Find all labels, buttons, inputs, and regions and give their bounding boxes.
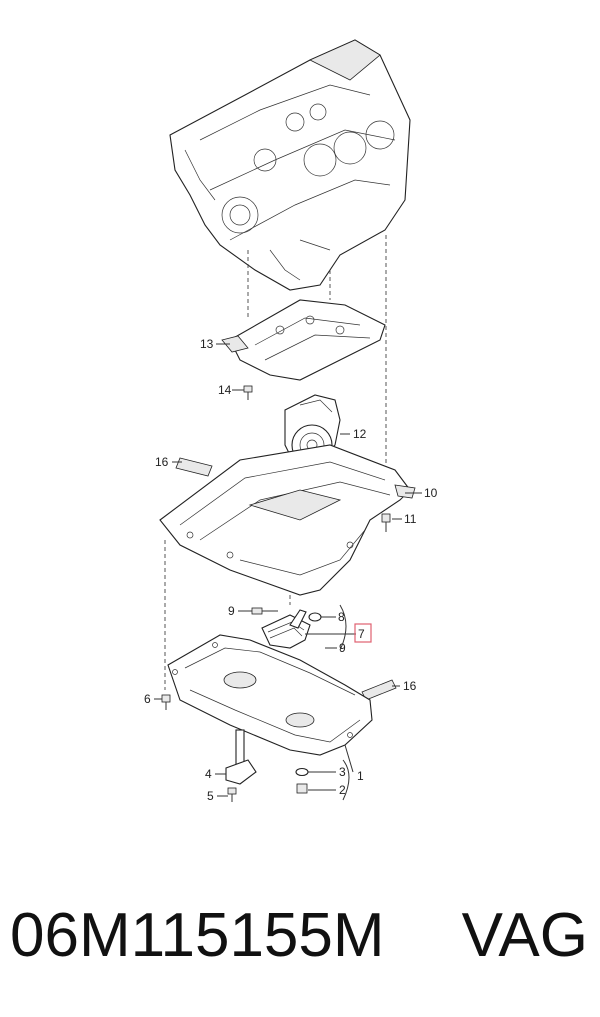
callout-1: 1	[357, 769, 364, 783]
callout-9-lower: 9	[339, 641, 346, 655]
callout-13: 13	[200, 337, 214, 351]
callout-5: 5	[207, 789, 214, 803]
oil-strainer	[251, 607, 322, 649]
insert-16-lower	[361, 679, 397, 701]
insert-16-upper	[175, 457, 213, 477]
callout-6: 6	[144, 692, 151, 706]
oil-level-sender	[225, 729, 257, 802]
upper-oil-pan	[159, 444, 416, 596]
callout-3: 3	[339, 765, 346, 779]
drain-plug	[295, 767, 309, 794]
bolt-14	[243, 385, 253, 400]
callout-14: 14	[218, 383, 232, 397]
leader-lines	[154, 343, 422, 801]
exploded-parts-diagram: 13 14 16 12 10 11 9 8 7 9 16 6 4 5 3 2 1	[144, 39, 438, 803]
callout-4: 4	[205, 767, 212, 781]
callout-16-lower: 16	[403, 679, 417, 693]
bolt-11	[381, 513, 391, 532]
engine-block	[169, 39, 411, 291]
callout-12: 12	[353, 427, 367, 441]
part-number: 06M115155M	[10, 900, 385, 970]
ladder-frame	[221, 299, 386, 381]
brand-name: VAG	[461, 900, 588, 970]
highlight-box	[354, 623, 372, 643]
callout-11: 11	[404, 512, 417, 526]
lower-oil-pan	[167, 634, 373, 756]
callout-7: 7	[358, 627, 365, 641]
callout-9-upper: 9	[228, 604, 235, 618]
callout-10: 10	[424, 486, 438, 500]
callout-16-upper: 16	[155, 455, 169, 469]
callout-2: 2	[339, 783, 346, 797]
callout-8: 8	[338, 610, 345, 624]
caption-bar: 06M115155M VAG	[0, 880, 600, 990]
bolt-6	[161, 694, 171, 710]
